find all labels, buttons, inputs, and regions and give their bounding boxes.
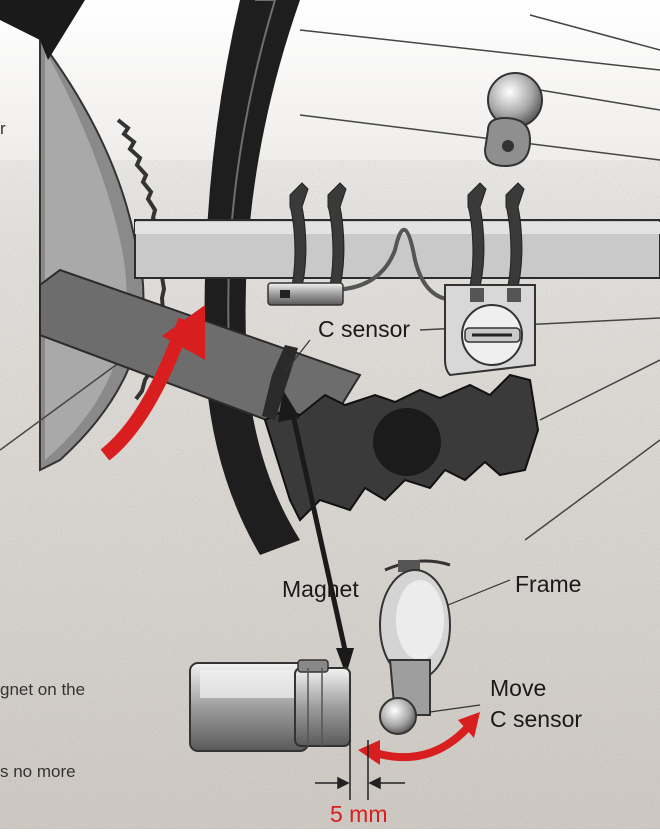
spoke-magnet [483,72,543,168]
sensor-frame [379,559,451,735]
magnet-tube [189,659,351,752]
chainstay [134,219,660,279]
crank-magnet [262,345,298,420]
leader-lines [284,339,511,713]
move-arrow [358,712,480,765]
label-frame: Frame [515,571,582,597]
cut-text-1: r [0,119,6,138]
magnet-arrow [278,390,354,675]
pedal [263,373,540,522]
speed-sensor [267,282,344,306]
sensor-cable [329,227,456,302]
cut-text-2: gnet on the [0,680,86,699]
label-magnet: Magnet [282,576,359,602]
label-distance: 5 mm [330,801,388,827]
tire-corner [0,0,85,60]
rotation-arrow [100,305,205,461]
label-move: Move [490,675,547,701]
label-c-sensor: C sensor [318,316,411,342]
label-move-c-sensor: C sensor [490,706,583,732]
cadence-sensor [444,284,536,377]
dimension-5mm [315,740,405,800]
cut-text-3: s no more [0,762,76,781]
zip-ties [289,182,525,296]
